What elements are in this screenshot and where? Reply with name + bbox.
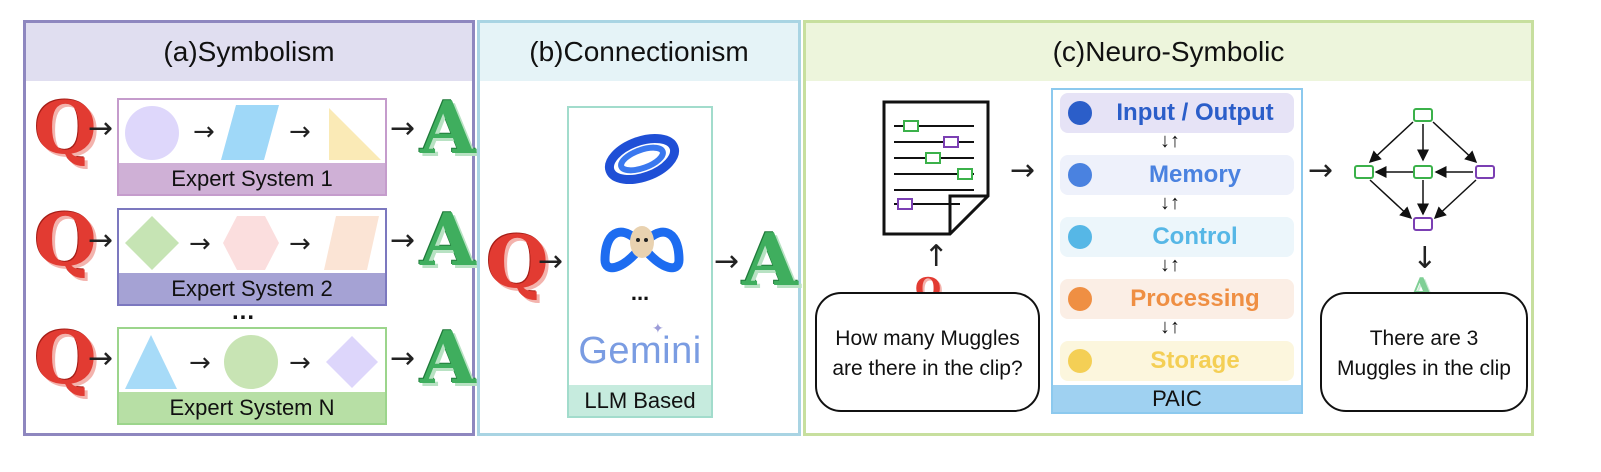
arrow: → [390,341,416,376]
question-symbol: Q [486,219,549,304]
parallelogram-shape [324,216,379,270]
arrow: → [193,117,215,147]
bidirectional-arrow: ↓↑ [1160,192,1180,214]
paic-module-label: Memory [1148,161,1242,188]
triangle-shape [329,108,381,160]
arrow: → [538,244,564,279]
expert-system-label: Expert System 1 [171,166,333,191]
arrow: → [88,223,114,258]
control-icon [1068,225,1092,249]
symbolism-panel: (a)Symbolism [23,20,475,436]
arrow: → [88,111,114,146]
neuro-symbolic-header-bg [806,23,1531,81]
expert-system-label-bg [119,392,385,423]
paic-module-label: Storage [1150,347,1240,374]
processing-icon [1068,287,1092,311]
arrow: → [714,244,740,279]
bidirectional-arrow: ↓↑ [1160,316,1180,338]
neuro-symbolic-title: (c)Neuro-Symbolic [1052,36,1285,67]
graph-node [1413,165,1433,179]
llm-box: ... Gemini ✦ LLM Based [567,106,713,418]
answer-symbol: A [420,85,476,170]
llm-label: LLM Based [584,388,696,413]
arrow: → [189,348,211,378]
connectionism-panel: (b)Connectionism [477,20,801,436]
answer-symbol: A [742,217,798,302]
openai-like-logo-icon [604,133,680,185]
question-symbol: Q [34,197,97,282]
sparkle-icon: ✦ [652,320,664,336]
circle-shape [224,335,278,389]
execution-graph [1354,108,1495,231]
arrow: → [390,111,416,146]
gemini-logo: Gemini [578,330,702,372]
arrow: → [390,223,416,258]
paic-module-storage: Storage [1060,341,1294,381]
arrow: → [189,229,211,259]
triangle-shape [125,335,177,389]
meta-llama-logo-icon [600,226,684,273]
paic-label-bg [1053,385,1301,412]
expert-system-shapes: → → [125,335,378,389]
question-bubble: How many Muggles are there in the clip? [815,292,1040,412]
arrow: → [918,242,954,268]
diamond-shape [125,216,179,270]
paic-module-control: Control [1060,217,1294,257]
answer-bubble: There are 3 Muggles in the clip [1320,292,1528,412]
io-icon [1068,101,1092,125]
paic-module-label: Input / Output [1116,99,1274,126]
question-symbol: Q [34,315,97,400]
expert-system-label-bg [119,273,385,304]
hexagon-shape [223,216,279,270]
circle-shape [125,106,179,160]
arrow: → [1010,153,1036,188]
expert-system-label: Expert System 2 [171,276,333,301]
symbolism-title: (a)Symbolism [163,36,335,67]
paic-label: PAIC [1152,386,1202,411]
paic-module-memory: Memory [1060,155,1294,195]
ellipsis: ... [232,298,256,325]
graph-node [1354,165,1374,179]
arrow: → [1407,244,1443,270]
graph-node [1413,217,1433,231]
arrow: → [289,229,311,259]
arrow: → [289,117,311,147]
graph-node [1413,108,1433,122]
arrow: → [1308,153,1334,188]
expert-system-label-bg [119,163,385,194]
paic-module-label: Processing [1130,285,1260,312]
question-text: How many Muggles are there in the clip? [832,327,1023,380]
question-symbol: Q [34,85,97,170]
symbolism-header-bg [26,23,472,81]
connectionism-header-bg [480,23,798,81]
llm-label-bg [569,385,711,416]
graph-node [1475,165,1495,179]
expert-system-box: Expert System 1 → → [117,98,387,196]
program-document-icon [882,100,990,236]
arrow: → [289,348,311,378]
neuro-symbolic-panel: (c)Neuro-Symbolic [803,20,1534,436]
connectionism-title: (b)Connectionism [529,36,749,67]
bidirectional-arrow: ↓↑ [1160,130,1180,152]
answer-symbol: A [420,197,476,282]
storage-icon [1068,349,1092,373]
paic-module-label: Control [1152,223,1238,250]
arrow: → [88,341,114,376]
expert-system-shapes: → → [125,105,381,160]
bidirectional-arrow: ↓↑ [1160,254,1180,276]
ellipsis: ... [630,280,650,305]
answer-symbol: A [420,315,476,400]
paic-module-io: Input / Output [1060,93,1294,133]
memory-icon [1068,163,1092,187]
expert-system-box: Expert System 2 → → [117,208,387,306]
answer-text: There are 3 Muggles in the clip [1337,327,1511,380]
expert-system-shapes: → → [125,216,379,270]
paic-module-processing: Processing [1060,279,1294,319]
diamond-shape [326,336,378,388]
expert-system-box: Expert System N → → [117,327,387,425]
parallelogram-shape [221,105,279,160]
expert-system-label: Expert System N [169,395,335,420]
